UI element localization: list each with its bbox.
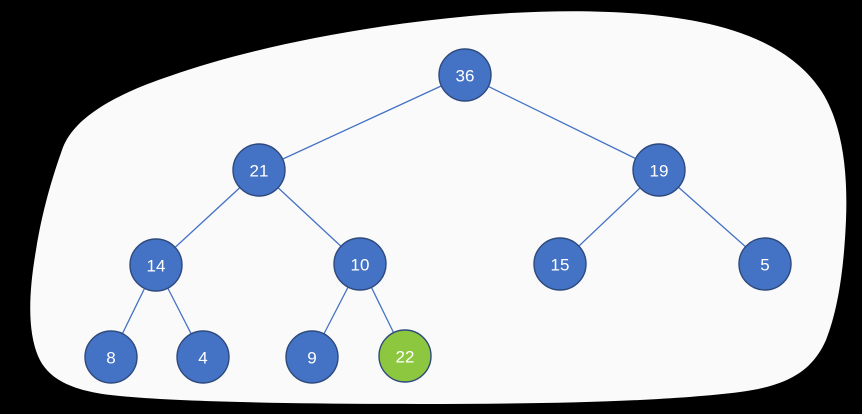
tree-node-15[interactable]: 15 (533, 237, 587, 291)
node-circle-5[interactable] (738, 237, 792, 291)
node-circle-4[interactable] (176, 330, 230, 384)
node-circle-36[interactable] (438, 48, 492, 102)
tree-node-21[interactable]: 21 (232, 143, 286, 197)
tree-node-36[interactable]: 36 (438, 48, 492, 102)
node-circle-15[interactable] (533, 237, 587, 291)
tree-node-22[interactable]: 22 (378, 329, 432, 383)
tree-node-19[interactable]: 19 (632, 143, 686, 197)
tree-node-8[interactable]: 8 (84, 330, 138, 384)
tree-node-9[interactable]: 9 (285, 330, 339, 384)
node-circle-21[interactable] (232, 143, 286, 197)
node-circle-8[interactable] (84, 330, 138, 384)
tree-node-10[interactable]: 10 (333, 237, 387, 291)
tree-edge-36-21 (258, 74, 466, 171)
node-circle-22[interactable] (378, 329, 432, 383)
tree-node-5[interactable]: 5 (738, 237, 792, 291)
node-circle-10[interactable] (333, 237, 387, 291)
tree-edge-36-19 (464, 74, 660, 171)
node-circle-19[interactable] (632, 143, 686, 197)
node-circle-9[interactable] (285, 330, 339, 384)
node-circle-14[interactable] (129, 238, 183, 292)
tree-node-14[interactable]: 14 (129, 238, 183, 292)
background-blob (30, 11, 847, 404)
tree-node-4[interactable]: 4 (176, 330, 230, 384)
